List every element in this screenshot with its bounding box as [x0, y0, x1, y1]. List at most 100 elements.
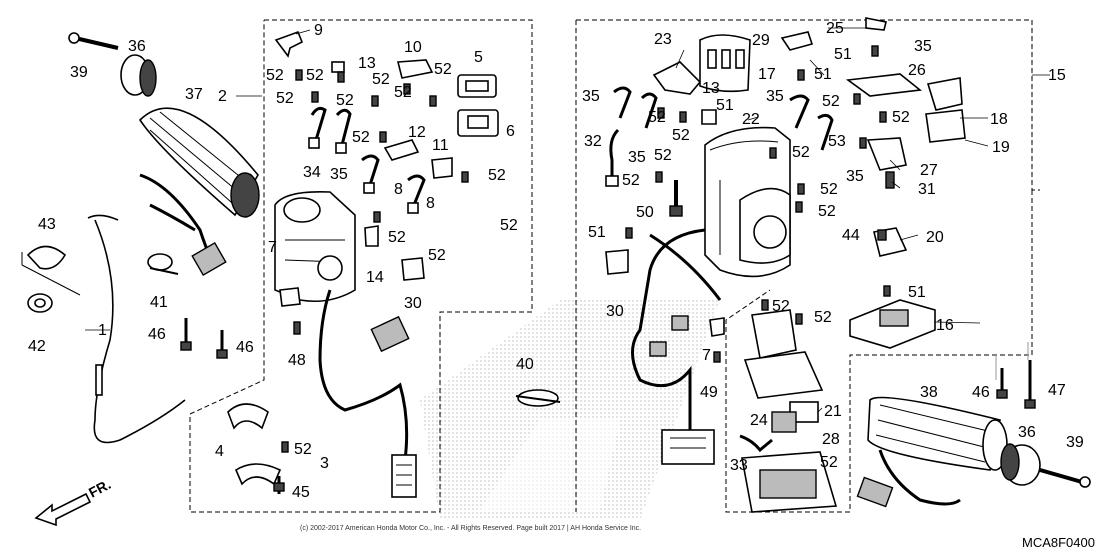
callout-26: 26 — [908, 62, 926, 79]
callout-48: 48 — [288, 352, 306, 369]
callout-46-a: 46 — [148, 326, 166, 343]
callout-35-e: 35 — [914, 38, 932, 55]
callout-24: 24 — [750, 412, 768, 429]
callout-9: 9 — [314, 22, 323, 39]
front-direction-arrow: FR. — [34, 476, 113, 527]
callout-22: 22 — [742, 111, 760, 128]
callout-41: 41 — [150, 294, 168, 311]
callout-35-d: 35 — [766, 88, 784, 105]
callout-30-left: 30 — [404, 295, 422, 312]
small-wire-bits-left — [308, 106, 426, 214]
callout-labels: 1 2 3 4 5 6 7 7 8 8 9 10 11 12 13 13 14 … — [28, 20, 1084, 501]
callout-43: 43 — [38, 216, 56, 233]
callout-5: 5 — [474, 49, 483, 66]
callout-29: 29 — [752, 32, 770, 49]
callout-52-h: 52 — [352, 129, 370, 146]
callout-45: 45 — [292, 484, 310, 501]
right-group-boundary — [575, 19, 1040, 513]
callout-18: 18 — [990, 111, 1008, 128]
callout-53: 53 — [828, 133, 846, 150]
callout-52-p: 52 — [822, 93, 840, 110]
callout-39-right: 39 — [1066, 434, 1084, 451]
callout-52-k: 52 — [428, 247, 446, 264]
callout-12: 12 — [408, 124, 426, 141]
callout-7-right: 7 — [702, 347, 711, 364]
callout-46-b: 46 — [236, 339, 254, 356]
callout-34: 34 — [303, 164, 321, 181]
callout-20: 20 — [926, 229, 944, 246]
left-switch-harness — [318, 289, 417, 498]
callout-52-t: 52 — [818, 203, 836, 220]
callout-52-o: 52 — [622, 172, 640, 189]
callout-32: 32 — [584, 133, 602, 150]
callout-33: 33 — [730, 457, 748, 474]
callout-52-r: 52 — [792, 144, 810, 161]
callout-8b: 8 — [426, 195, 435, 212]
callout-52-s: 52 — [820, 181, 838, 198]
callout-50: 50 — [636, 204, 654, 221]
callout-51-a: 51 — [716, 97, 734, 114]
small-wire-bits-right — [605, 86, 895, 189]
washer-42 — [27, 293, 53, 313]
grip-37 — [138, 107, 260, 218]
bolts-left — [180, 318, 285, 494]
grip-38 — [867, 396, 1008, 471]
callout-27: 27 — [920, 162, 938, 179]
small-screws-right — [625, 45, 891, 467]
clamps-3-4 — [227, 403, 282, 486]
wire-33 — [739, 434, 773, 453]
callout-52-f: 52 — [394, 84, 412, 101]
callout-6: 6 — [506, 123, 515, 140]
callout-2: 2 — [218, 88, 227, 105]
callout-1: 1 — [98, 322, 107, 339]
callout-51-b: 51 — [814, 66, 832, 83]
bolt-39-left — [68, 32, 119, 50]
callout-35-f: 35 — [846, 168, 864, 185]
watermark-logo — [420, 300, 720, 520]
callout-13-right: 13 — [702, 80, 720, 97]
callout-19: 19 — [992, 139, 1010, 156]
callout-52-a: 52 — [266, 67, 284, 84]
callout-52-w: 52 — [820, 454, 838, 471]
callout-31: 31 — [918, 181, 936, 198]
copyright-text: (c) 2002-2017 American Honda Motor Co., … — [300, 525, 641, 532]
weight-36-left — [120, 54, 157, 97]
callout-40: 40 — [516, 356, 534, 373]
weight-36-right — [1000, 443, 1041, 486]
callout-16: 16 — [936, 317, 954, 334]
left-switch-housing — [274, 190, 356, 303]
callout-4: 4 — [215, 443, 224, 460]
callout-8a: 8 — [394, 181, 403, 198]
callout-52-i: 52 — [488, 167, 506, 184]
callout-35-b: 35 — [582, 88, 600, 105]
callout-52-u: 52 — [772, 298, 790, 315]
callout-44: 44 — [842, 227, 860, 244]
right-switch-housing — [704, 126, 791, 278]
callout-14: 14 — [366, 269, 384, 286]
callout-42: 42 — [28, 338, 46, 355]
callout-30-right: 30 — [606, 303, 624, 320]
bolt-39-right — [1039, 468, 1091, 488]
callout-15: 15 — [1048, 67, 1066, 84]
callout-7-left: 7 — [268, 239, 277, 256]
callout-52-b: 52 — [306, 67, 324, 84]
grip-heater-harness — [139, 173, 227, 276]
callout-38: 38 — [920, 384, 938, 401]
diagram-code: MCA8F0400 — [1022, 535, 1095, 550]
bolt-50 — [669, 180, 683, 217]
callout-35-a: 35 — [330, 166, 348, 183]
callout-23: 23 — [654, 31, 672, 48]
clip-43 — [21, 245, 81, 296]
callout-52-c: 52 — [276, 90, 294, 107]
callout-52-n: 52 — [654, 147, 672, 164]
callout-10: 10 — [404, 39, 422, 56]
callout-28: 28 — [822, 431, 840, 448]
callout-39-left: 39 — [70, 64, 88, 81]
callout-52-x: 52 — [648, 109, 666, 126]
switch-box-lower — [741, 309, 838, 513]
throttle-cable-1 — [87, 214, 186, 444]
clamp-41 — [147, 253, 179, 275]
callout-17: 17 — [758, 66, 776, 83]
